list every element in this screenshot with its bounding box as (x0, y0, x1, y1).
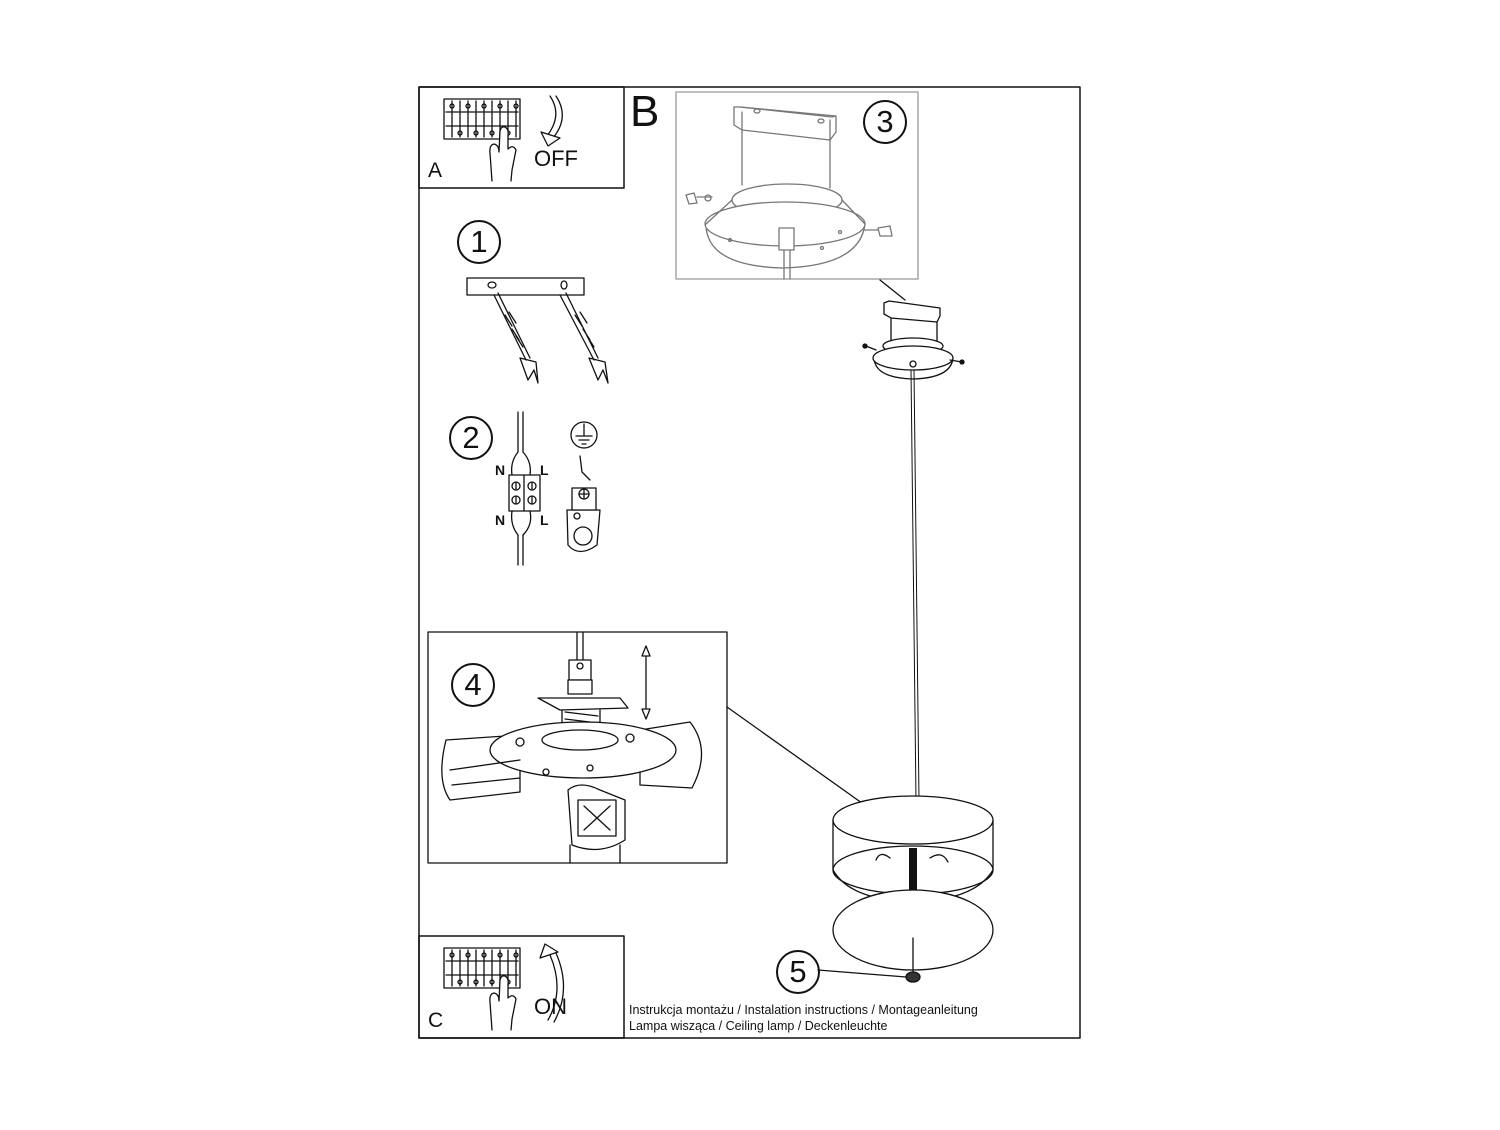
panel-a-word: OFF (534, 146, 578, 171)
step-2-number: 2 (449, 416, 493, 460)
breaker-off-icon (443, 98, 521, 182)
panel-a-box (418, 86, 625, 189)
neutral-label-top: N (495, 462, 506, 478)
mounting-bracket-anchors (466, 277, 609, 384)
socket-holder-detail (441, 631, 703, 864)
ceiling-canopy (862, 300, 965, 380)
breaker-on-icon (443, 947, 521, 1031)
terminal-block-icon (508, 411, 541, 566)
step3-detail-box (675, 91, 919, 280)
panel-a-letter: A (428, 159, 443, 182)
arrow-up-icon (539, 943, 565, 1023)
caption-line-2: Lampa wisząca / Ceiling lamp / Deckenleu… (629, 1019, 888, 1033)
caption-line-1: Instrukcja montażu / Instalation instruc… (629, 1003, 978, 1017)
canopy-detail (685, 106, 893, 280)
suspension-cable (910, 369, 917, 801)
panel-b-letter: B (630, 87, 660, 136)
neutral-label-bottom: N (495, 512, 506, 528)
step-1-number: 1 (457, 220, 501, 264)
step-4-number: 4 (451, 663, 495, 707)
height-adjust-arrow-icon (641, 645, 651, 720)
live-label-top: L (540, 462, 549, 478)
live-label-bottom: L (540, 512, 549, 528)
earth-terminal-icon (566, 421, 601, 553)
panel-c-letter: C (428, 1009, 444, 1032)
panel-c-box (418, 935, 625, 1039)
panel-c-word: ON (534, 994, 567, 1019)
arrow-down-icon (540, 95, 563, 147)
outer-frame (418, 86, 1081, 1039)
lamp-shade (832, 795, 994, 983)
step-5-number: 5 (776, 950, 820, 994)
step-3-number: 3 (863, 100, 907, 144)
